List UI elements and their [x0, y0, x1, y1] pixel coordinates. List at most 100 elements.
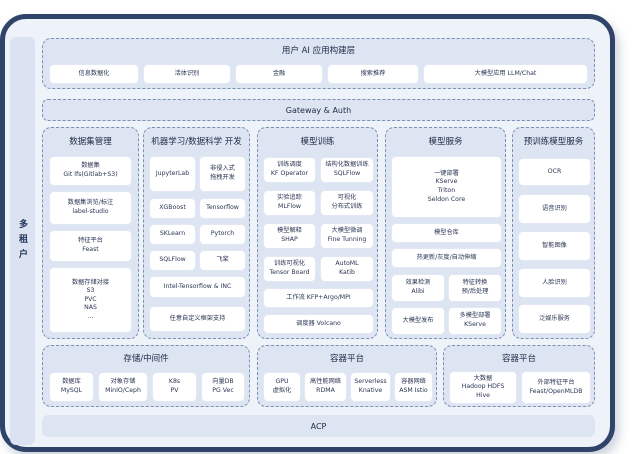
ml-ds-item-line: 非侵入式: [210, 165, 235, 173]
dataset-item-line: Feast: [82, 246, 99, 253]
serving-item-line: Alibi: [411, 288, 425, 295]
training-item-line: 结构化数据训练: [325, 161, 369, 169]
container-title: 容器平台: [329, 354, 364, 364]
dataset-item-line: 数据集: [81, 162, 100, 170]
training-item-line: 模型解释: [277, 227, 302, 235]
serving-item: 一键部署 KServe Triton Seldon Core: [391, 156, 502, 218]
container-item-line: 容器网络: [401, 378, 426, 386]
container-item-line: 外部特征平台: [537, 378, 575, 386]
training-item-line: KF Operator: [270, 170, 309, 177]
serving-item-line: KServe: [435, 178, 458, 186]
ml-ds-item-line: 飞桨: [216, 256, 229, 264]
serving-item: 热更新/灰度/自动伸缩: [391, 248, 502, 268]
dataset-item: 数据集浏览/标注 label-studio: [49, 191, 132, 225]
dataset-item-line: PVC: [84, 295, 97, 303]
training-item: 结构化数据训练 SQLFlow: [320, 157, 374, 183]
gateway-bar: Gateway & Auth: [42, 99, 595, 121]
serving-item-line: Triton: [437, 187, 456, 194]
serving-item-line: 特征转换: [462, 279, 488, 287]
ml-ds-item-line: SQLFlow: [159, 256, 186, 264]
serving-item-line: 模型仓库: [434, 228, 459, 236]
training-item: 模型解释 SHAP: [263, 223, 316, 249]
dataset-item: 数据存储对接 S3 PVC NAS ...: [49, 267, 132, 333]
container-title: 容器平台: [501, 354, 536, 364]
app-layer-panel: 用户 AI 应用构建层 信息数据化 活体识别 金融 搜索推荐 大模型应用 LLM…: [42, 38, 595, 89]
training-item-line: Katib: [339, 269, 355, 276]
training-item-line: SQLFlow: [333, 170, 361, 177]
training-item-line: 可视化: [337, 194, 357, 202]
training-title: 模型训练: [300, 137, 335, 147]
app-item-label: 信息数据化: [78, 69, 110, 77]
app-item: 信息数据化: [49, 64, 139, 84]
container-item-line: RDMA: [316, 387, 335, 394]
ml-ds-item-line: Intel-Tensorflow & INC: [163, 282, 232, 290]
serving-item: 特征转换 预/后处理: [448, 274, 502, 302]
ml-ds-item-line: XGBoost: [159, 204, 186, 212]
storage-item-line: MySQL: [60, 387, 83, 394]
training-item-line: MLFlow: [278, 203, 301, 210]
training-item: 训练调度 KF Operator: [263, 157, 316, 183]
training-item-line: 训练调度: [277, 161, 302, 169]
container-item-line: ASM Istio: [399, 387, 428, 394]
storage-item: 数据库 MySQL: [49, 372, 94, 402]
training-item: 调度器 Volcano: [263, 314, 374, 334]
container-item: GPU 虚拟化: [263, 372, 301, 402]
container-item-line: 高性能网络: [310, 378, 341, 386]
pretrained-item: 语音识别: [518, 194, 591, 224]
dataset-item-line: 数据集浏览/标注: [67, 199, 114, 207]
tenant-label: 多租户: [10, 37, 35, 445]
training-item-line: SHAP: [281, 236, 298, 243]
serving-item-line: KServe: [464, 321, 486, 328]
training-item-line: 大模型微调: [331, 227, 363, 235]
ml-ds-item: Tensorflow: [199, 198, 246, 219]
app-item-label: 搜索推荐: [360, 69, 386, 77]
container-item-line: Serverless: [354, 378, 387, 386]
pretrained-item-label: 智能图像: [542, 241, 567, 249]
storage-item: 向量DB PG Vec: [201, 372, 245, 402]
serving-item-line: Seldon Core: [427, 195, 466, 203]
pretrained-title: 预训练模型服务: [523, 137, 584, 147]
training-item-line: 训练可视化: [274, 260, 305, 268]
storage-item-line: PG Vec: [212, 387, 234, 394]
dataset-item-line: NAS: [84, 304, 97, 312]
container-item: 容器网络 ASM Istio: [394, 372, 433, 402]
training-item: 大模型微调 Fine Tunning: [320, 223, 374, 249]
ml-ds-item-line: Pytorch: [210, 230, 235, 238]
ml-ds-item: 飞桨: [199, 250, 246, 271]
serving-item: 大模型发布: [391, 307, 445, 335]
serving-title: 模型服务: [428, 137, 463, 147]
ml-ds-item: 任意自定义框架支持: [149, 306, 246, 332]
training-item-line: 实验追踪: [277, 194, 302, 202]
container-panel: 容器平台 大数据 Hadoop HDFS Hive 外部特征平台 Feast/O…: [443, 345, 595, 407]
pretrained-item-label: 泛娱乐服务: [539, 314, 570, 322]
storage-title: 存储/中间件: [123, 354, 169, 364]
ml-ds-item: Pytorch: [199, 224, 246, 245]
dataset-item-line: 特征平台: [78, 237, 103, 245]
dataset-mgmt-panel: 数据集管理 数据集 Git lfs(Gitlab+S3) 数据集浏览/标注 la…: [42, 127, 139, 339]
container-item-line: Knative: [358, 387, 383, 394]
training-item-line: Fine Tunning: [327, 236, 367, 243]
pretrained-item: 智能图像: [518, 231, 591, 261]
app-item-label: 金融: [272, 69, 286, 77]
storage-item: 对象存储 MinIO/Ceph: [98, 372, 148, 402]
pretrained-item: 人脸识别: [518, 268, 591, 298]
container-item-line: 虚拟化: [272, 387, 292, 394]
storage-item: K8s PV: [152, 372, 197, 402]
container-item-line: Hive: [476, 391, 490, 399]
ml-ds-item-line: 拖拽开发: [210, 174, 235, 181]
container-item: 大数据 Hadoop HDFS Hive: [449, 371, 517, 404]
container-item: 外部特征平台 Feast/OpenMLDB: [521, 371, 591, 404]
storage-item-line: K8s: [168, 378, 181, 386]
serving-item: 效果检测 Alibi: [391, 274, 445, 302]
dataset-item-line: Git lfs(Gitlab+S3): [63, 171, 118, 178]
container-item-line: GPU: [275, 378, 289, 386]
serving-item-line: 预/后处理: [461, 288, 489, 295]
dataset-item-line: S3: [86, 287, 95, 295]
serving-item: 多模型部署 KServe: [448, 307, 502, 335]
pretrained-item: 泛娱乐服务: [518, 304, 591, 334]
training-item-line: 分布式训练: [331, 203, 363, 210]
storage-item-line: 向量DB: [212, 378, 234, 386]
dataset-item: 数据集 Git lfs(Gitlab+S3): [49, 156, 132, 186]
training-panel: 模型训练 训练调度 KF Operator 结构化数据训练 SQLFlow 实验…: [257, 127, 378, 339]
app-item: 金融: [235, 64, 323, 84]
